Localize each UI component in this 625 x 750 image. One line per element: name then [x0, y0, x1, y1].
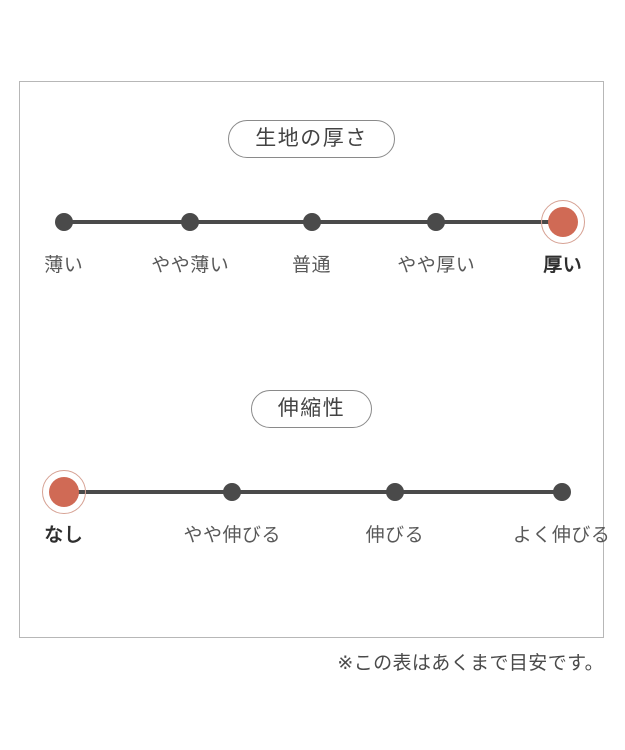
thickness-scale-block: 生地の厚さ 薄い やや薄い 普通 やや厚い	[20, 120, 603, 296]
stretch-track-area: なし やや伸びる 伸びる よく伸びる	[20, 470, 610, 566]
thickness-dot-3	[427, 213, 446, 231]
stretch-dot-2	[385, 483, 404, 501]
fabric-spec-panel: 生地の厚さ 薄い やや薄い 普通 やや厚い	[19, 81, 610, 638]
thickness-label-1: やや薄い	[151, 255, 230, 276]
disclaimer-note: ※この表はあくまで目安です。	[337, 653, 604, 674]
thickness-label-3: やや厚い	[397, 255, 476, 276]
stretch-title-pill: 伸縮性	[250, 390, 373, 428]
stretch-scale-block: 伸縮性 なし やや伸びる 伸びる よく伸びる	[20, 390, 610, 566]
thickness-dot-2	[302, 213, 321, 231]
thickness-title-wrap: 生地の厚さ	[20, 120, 603, 164]
thickness-track-area: 薄い やや薄い 普通 やや厚い 厚い	[20, 200, 603, 296]
stretch-dot-3	[552, 483, 571, 501]
thickness-selected-halo-icon	[540, 200, 585, 244]
stretch-dot-1	[223, 483, 242, 501]
thickness-dot-0	[54, 213, 73, 231]
thickness-dot-4	[547, 207, 578, 237]
stretch-label-1: やや伸びる	[183, 525, 281, 546]
thickness-label-2: 普通	[291, 255, 332, 276]
thickness-label-4: 厚い	[543, 255, 583, 276]
stretch-dot-0	[48, 477, 79, 507]
stretch-selected-halo-icon	[41, 470, 86, 514]
thickness-title-pill: 生地の厚さ	[228, 120, 395, 158]
thickness-dot-1	[181, 213, 200, 231]
stretch-label-2: 伸びる	[365, 525, 425, 546]
stretch-label-0: なし	[44, 525, 84, 546]
stretch-title-wrap: 伸縮性	[20, 390, 603, 434]
thickness-label-0: 薄い	[44, 255, 84, 276]
stretch-label-3: よく伸びる	[512, 525, 611, 546]
stretch-track-line	[63, 490, 562, 494]
